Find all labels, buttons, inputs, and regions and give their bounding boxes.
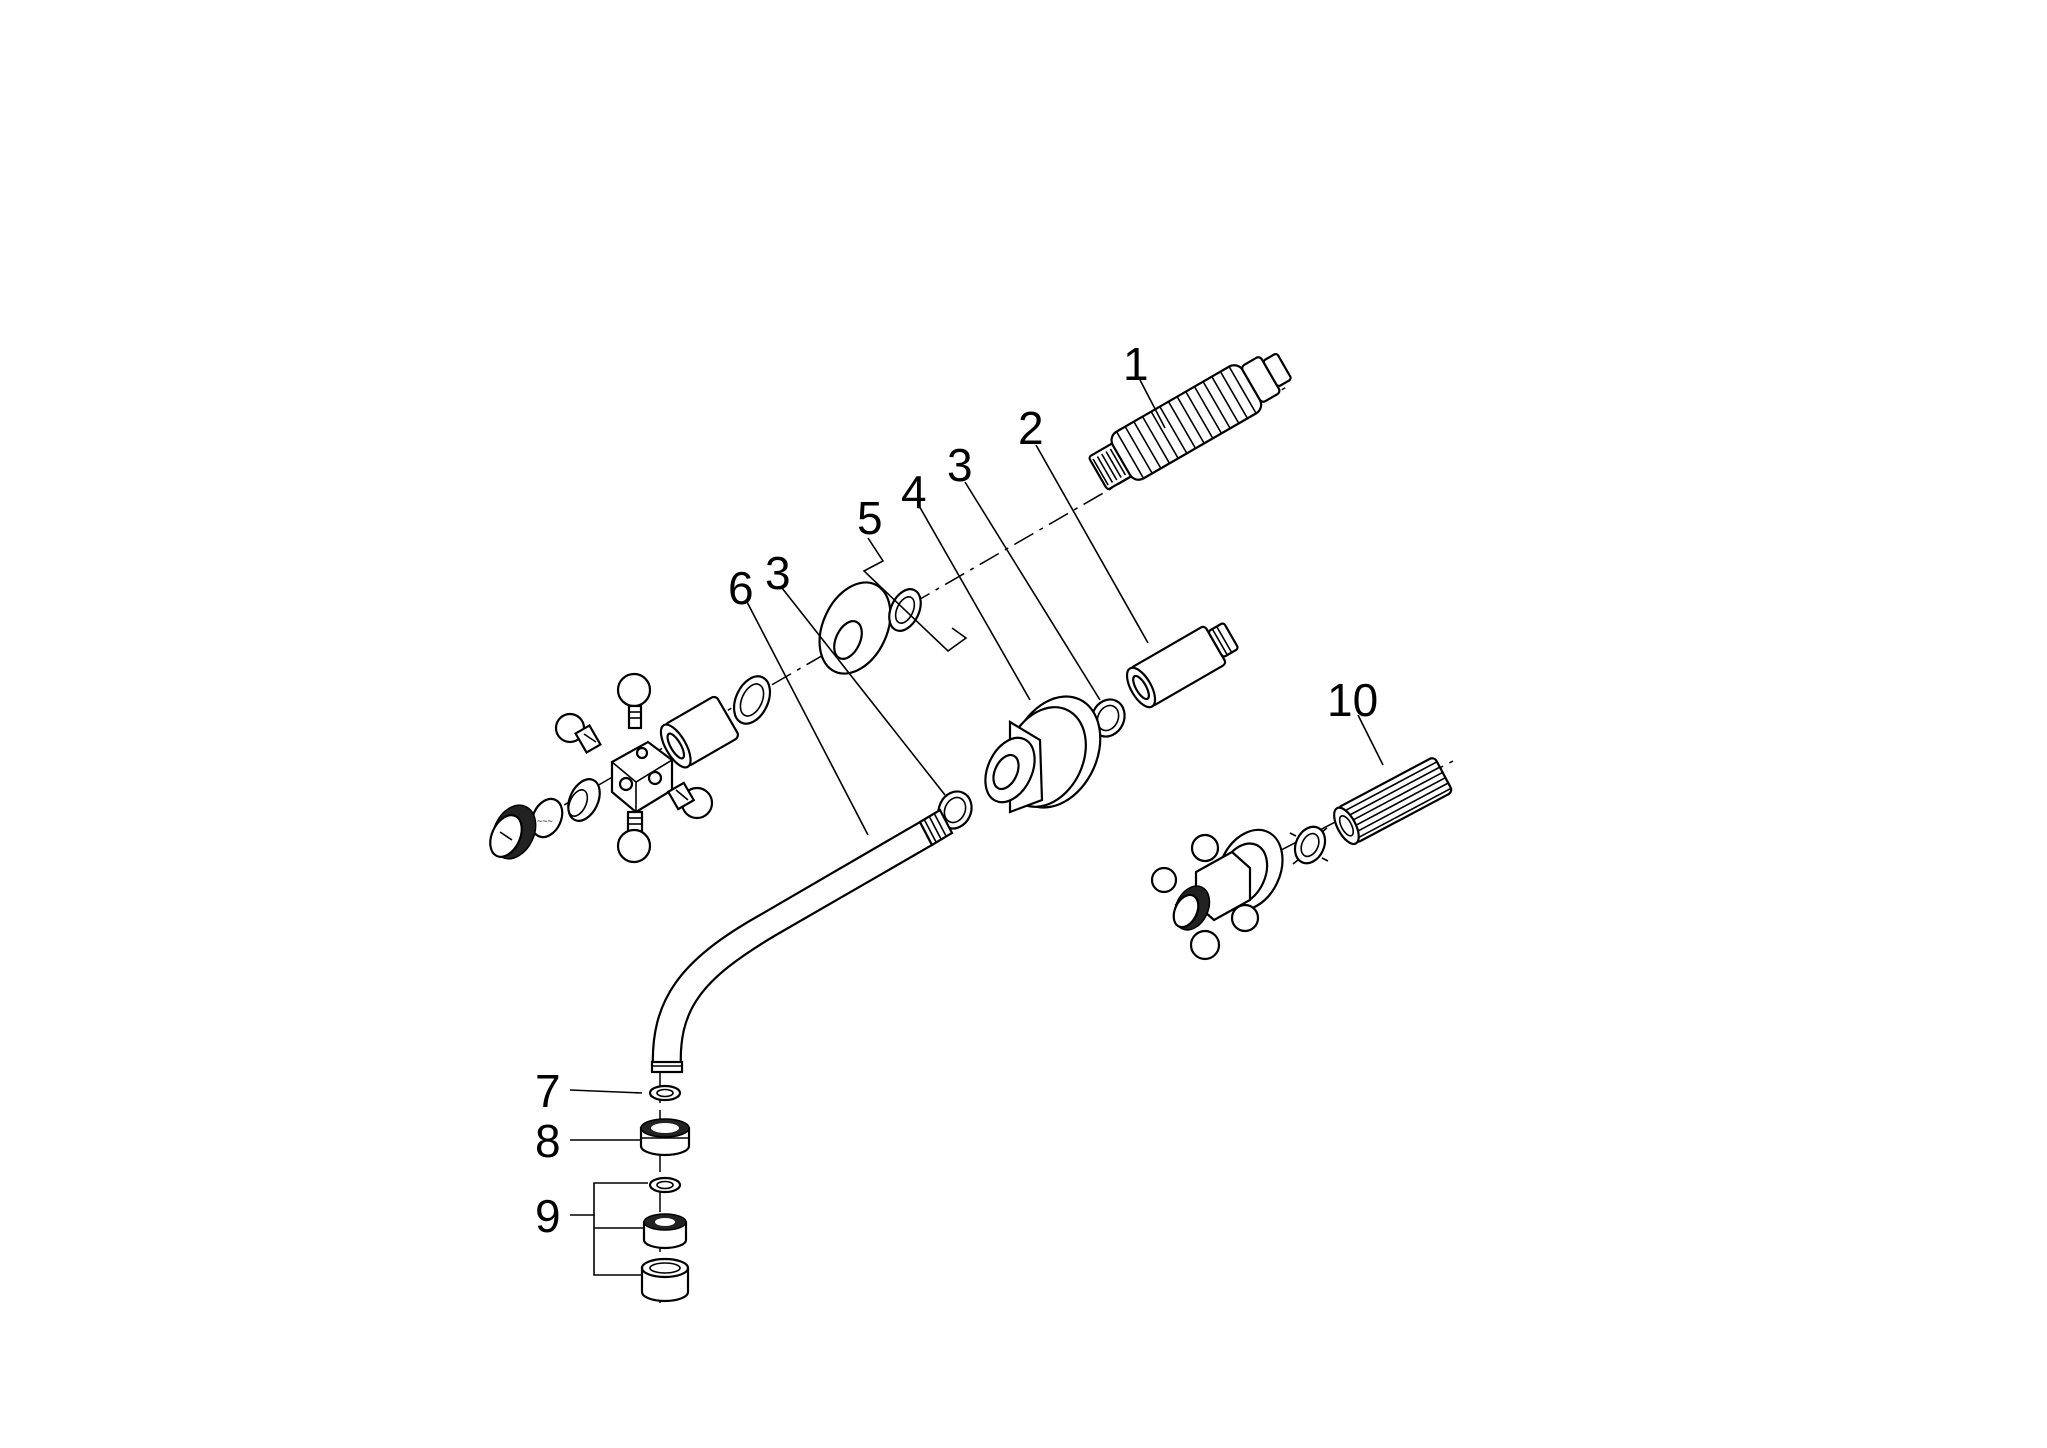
right-lock-washer: [1289, 825, 1329, 865]
callout-2: 2: [1018, 402, 1044, 454]
leader-10: [1357, 714, 1384, 766]
callout-4: 4: [901, 466, 927, 518]
cartridge-part-1: [1088, 353, 1292, 490]
leader-3-left: [781, 587, 946, 796]
left-handle-knob-bottom: [616, 810, 652, 864]
callout-3-left: 3: [765, 547, 791, 599]
leader-9: [570, 1182, 648, 1216]
leader-lines: [569, 379, 1384, 1276]
left-handle-knob-top: [616, 672, 652, 730]
left-indicator-cap: ~~~: [530, 797, 564, 839]
left-handle-knob-right: [666, 781, 714, 820]
left-ring-seal: [732, 675, 772, 725]
right-cross-handle: [1150, 833, 1260, 961]
leader-1: [1139, 379, 1166, 429]
left-screw-cover: [489, 804, 537, 860]
left-sleeve: [659, 695, 739, 769]
spindle-extension-part-10: [1333, 757, 1453, 846]
wall-flange-part-4: [984, 695, 1102, 814]
callout-9: 9: [535, 1190, 561, 1242]
washer-part-7: [648, 1084, 682, 1102]
leader-4: [917, 503, 1031, 701]
callout-10: 10: [1327, 674, 1378, 726]
aerator-set-part-9: [640, 1176, 690, 1303]
callout-1: 1: [1123, 338, 1149, 390]
spout-part-6: [650, 808, 954, 1074]
left-handle-knob-upper-left: [554, 712, 602, 755]
leader-5-bracket: [862, 537, 968, 653]
leader-3-right: [964, 481, 1101, 701]
leader-7: [569, 1089, 643, 1094]
callout-7: 7: [535, 1065, 561, 1117]
adapter-ring-part-8: [639, 1118, 691, 1157]
leader-2: [1035, 444, 1149, 644]
rosette-set-part-5: [818, 581, 922, 675]
callout-8: 8: [535, 1115, 561, 1167]
extension-sleeve-part-2: [1125, 622, 1239, 709]
leader-6: [745, 599, 869, 836]
leader-9b: [593, 1215, 642, 1276]
callout-3-right: 3: [947, 439, 973, 491]
left-threaded-bush: [567, 778, 601, 822]
callout-6: 6: [728, 562, 754, 614]
svg-text:~~~: ~~~: [537, 816, 553, 826]
callout-5: 5: [857, 492, 883, 544]
left-handle-hub: [610, 740, 674, 814]
